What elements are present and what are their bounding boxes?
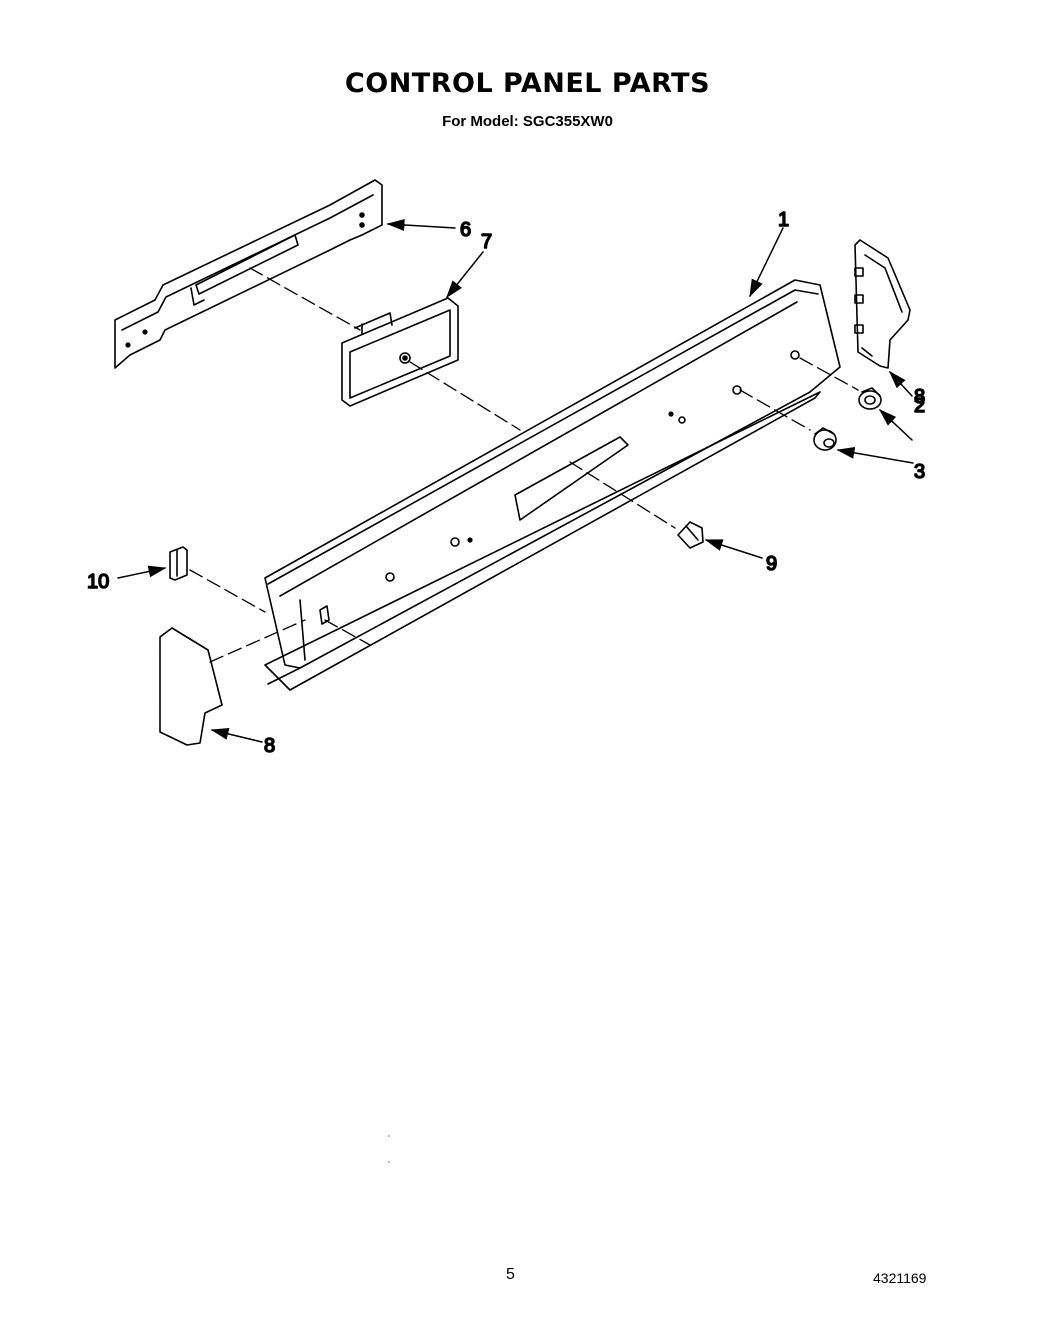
part-3-knob xyxy=(813,427,837,451)
callout-8-right: 8 xyxy=(914,386,925,408)
part-9-knob xyxy=(677,521,704,549)
part-1-control-panel xyxy=(264,279,841,691)
part-6-bracket xyxy=(114,179,383,369)
callout-6: 6 xyxy=(460,219,471,241)
model-number: SGC355XW0 xyxy=(522,113,613,130)
leader-arrows xyxy=(117,218,914,743)
model-label: For Model: xyxy=(442,113,519,130)
assembly-lines xyxy=(189,267,859,663)
callout-8-left: 8 xyxy=(264,735,275,757)
part-2-knob xyxy=(858,387,882,410)
part-7-display-module xyxy=(341,297,459,407)
callout-1: 1 xyxy=(778,209,789,231)
callout-7: 7 xyxy=(481,231,492,253)
scan-speck xyxy=(388,1135,390,1137)
model-line: For Model: SGC355XW0 xyxy=(0,113,1055,130)
part-10-clip xyxy=(169,546,188,581)
callout-10: 10 xyxy=(87,571,109,593)
part-8-right-end-cap xyxy=(854,239,911,369)
callout-3: 3 xyxy=(914,461,925,483)
callout-9: 9 xyxy=(766,553,777,575)
scan-speck xyxy=(388,1161,390,1163)
part-8-left-end-cap xyxy=(159,627,223,746)
callout-2: 2 xyxy=(914,395,925,417)
page-title: CONTROL PANEL PARTS xyxy=(344,68,711,99)
document-number: 4321169 xyxy=(873,1270,927,1286)
page-number: 5 xyxy=(506,1266,515,1283)
